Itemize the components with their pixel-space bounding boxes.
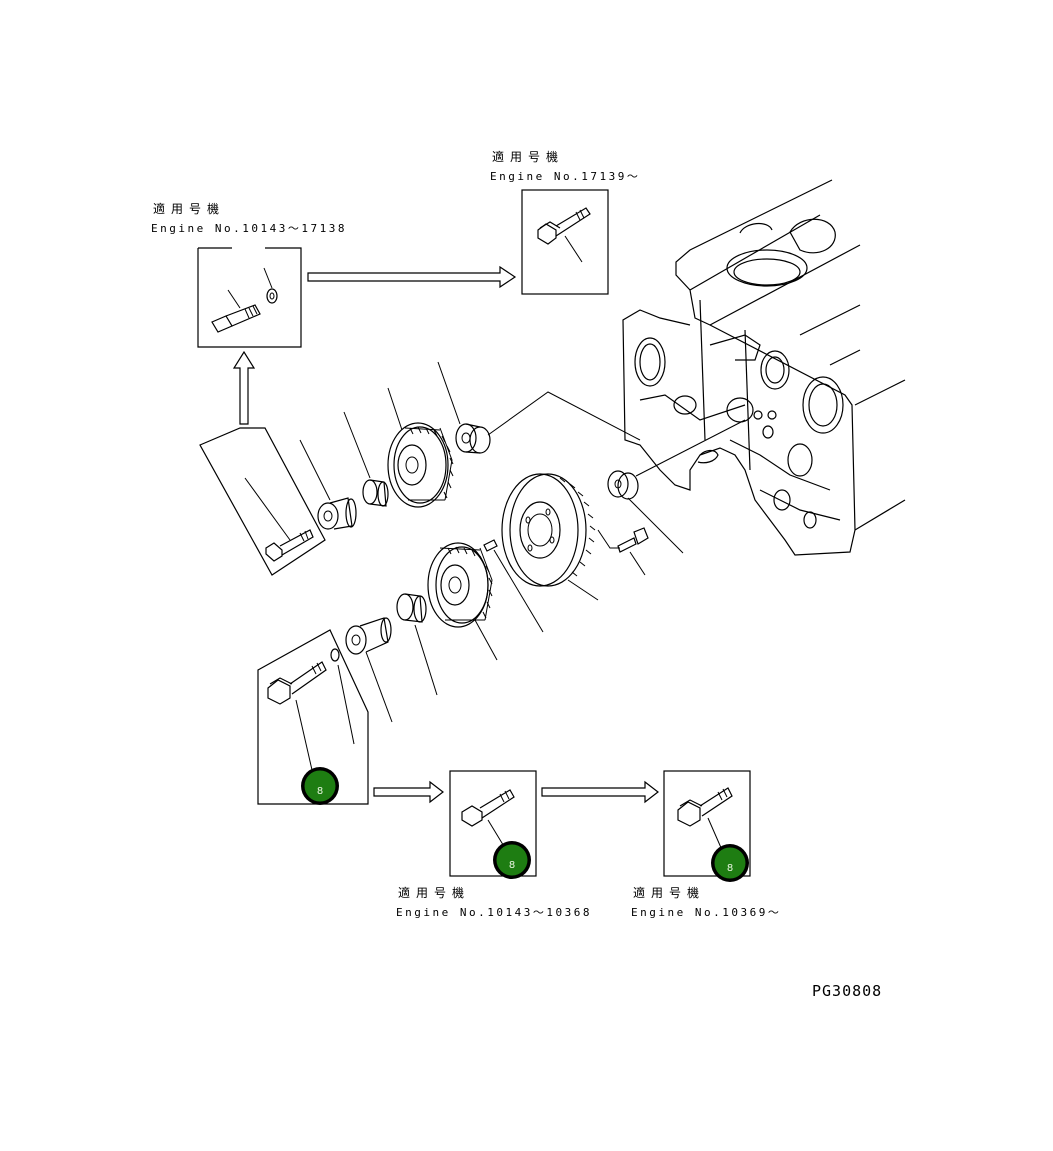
detail-box-top-center xyxy=(521,189,609,295)
engine-range-bottom-mid: Engine No.10143～10368 xyxy=(396,906,592,919)
arrow-right-icon xyxy=(373,780,444,804)
flange-bolt-icon xyxy=(537,207,591,245)
engine-range-bottom-right: Engine No.10369～ xyxy=(631,906,782,919)
detail-box-bottom-right xyxy=(663,770,751,877)
engine-block xyxy=(622,179,906,556)
badge-number: 8 xyxy=(317,786,323,797)
part-badge: 8 xyxy=(301,767,339,805)
lower-parts-row xyxy=(345,419,746,723)
part-badge: 8 xyxy=(711,844,749,882)
part-badge: 8 xyxy=(493,841,531,879)
upper-parts-row xyxy=(299,361,641,530)
engine-range-top-center: Engine No.17139～ xyxy=(490,170,641,183)
washer-icon xyxy=(266,288,278,304)
applicability-label-top-left: 適用号機 xyxy=(153,202,226,216)
badge-number: 8 xyxy=(509,860,515,871)
drawing-code: PG30808 xyxy=(812,982,883,1000)
applicability-label-bottom-right: 適用号機 xyxy=(633,886,706,900)
badge-number: 8 xyxy=(727,863,733,874)
detail-box-bottom-mid xyxy=(449,770,537,877)
arrow-right-icon xyxy=(541,780,659,804)
arrow-right-icon xyxy=(307,265,517,289)
engine-range-top-left: Engine No.10143～17138 xyxy=(151,222,347,235)
detail-frame-left xyxy=(199,427,326,576)
applicability-label-top-center: 適用号機 xyxy=(492,150,565,164)
bolt-icon xyxy=(211,304,261,333)
arrow-up-icon xyxy=(232,350,256,425)
detail-box-top-left xyxy=(197,247,302,348)
applicability-label-bottom-mid: 適用号機 xyxy=(398,886,471,900)
detail-box-bottom-left xyxy=(257,629,369,805)
